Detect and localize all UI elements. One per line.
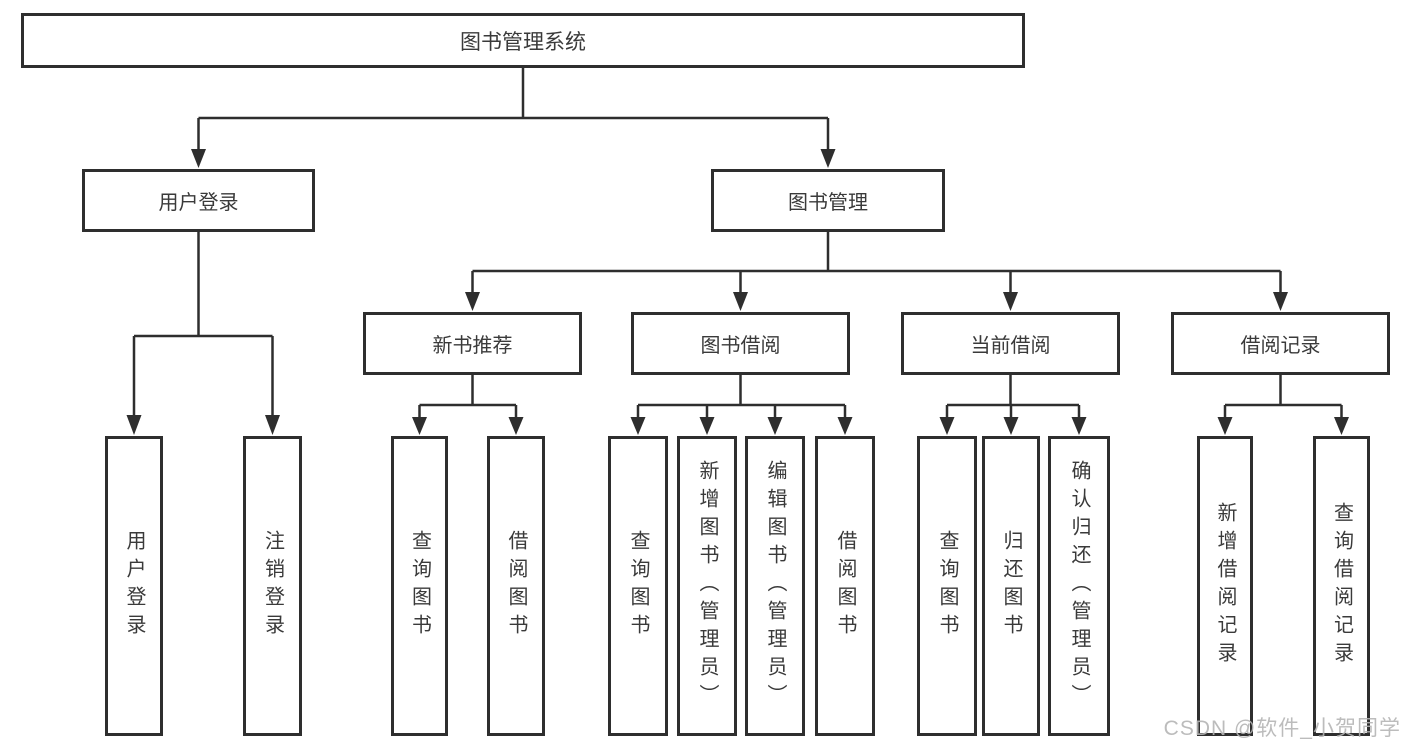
leaf-add-books-admin: 新增图书（管理员）	[677, 436, 737, 736]
node-borrow-records: 借阅记录	[1171, 312, 1390, 375]
leaf-logout-label: 注销登录	[261, 530, 284, 642]
leaf-user-login: 用户登录	[105, 436, 163, 736]
leaf-return-books-label: 归还图书	[1000, 530, 1022, 642]
leaf-add-borrow-record: 新增借阅记录	[1197, 436, 1253, 736]
leaf-query-books-3-label: 查询图书	[936, 530, 958, 642]
leaf-query-books-3: 查询图书	[917, 436, 977, 736]
watermark-text: CSDN @软件_小贺同学	[1163, 717, 1401, 740]
leaf-query-books-2: 查询图书	[608, 436, 668, 736]
node-book-borrow-label: 图书借阅	[700, 335, 781, 357]
node-book-management-label: 图书管理	[788, 192, 868, 214]
leaf-edit-books-admin: 编辑图书（管理员）	[745, 436, 805, 736]
leaf-add-borrow-record-label: 新增借阅记录	[1214, 502, 1236, 670]
leaf-query-borrow-record: 查询借阅记录	[1313, 436, 1370, 736]
node-new-book-recommend: 新书推荐	[363, 312, 582, 375]
node-root-label: 图书管理系统	[460, 30, 586, 54]
leaf-edit-books-admin-label: 编辑图书（管理员）	[764, 460, 786, 712]
node-user-login: 用户登录	[82, 169, 315, 232]
node-root: 图书管理系统	[21, 13, 1025, 68]
leaf-confirm-return-admin-label: 确认归还（管理员）	[1068, 460, 1090, 712]
leaf-add-books-admin-label: 新增图书（管理员）	[696, 460, 718, 712]
leaf-query-borrow-record-label: 查询借阅记录	[1330, 502, 1353, 670]
leaf-confirm-return-admin: 确认归还（管理员）	[1048, 436, 1110, 736]
node-borrow-records-label: 借阅记录	[1240, 335, 1321, 357]
node-user-login-label: 用户登录	[158, 192, 239, 214]
leaf-user-login-label: 用户登录	[123, 530, 145, 642]
node-current-borrow: 当前借阅	[901, 312, 1120, 375]
leaf-query-books-2-label: 查询图书	[627, 530, 649, 642]
leaf-borrow-books-2-label: 借阅图书	[834, 530, 856, 642]
node-new-book-recommend-label: 新书推荐	[432, 335, 513, 357]
leaf-borrow-books-2: 借阅图书	[815, 436, 875, 736]
leaf-return-books: 归还图书	[982, 436, 1040, 736]
node-book-borrow: 图书借阅	[631, 312, 850, 375]
leaf-query-books-1: 查询图书	[391, 436, 448, 736]
leaf-borrow-books-1-label: 借阅图书	[505, 530, 527, 642]
leaf-query-books-1-label: 查询图书	[408, 530, 431, 642]
node-book-management: 图书管理	[711, 169, 945, 232]
leaf-borrow-books-1: 借阅图书	[487, 436, 545, 736]
arrowheads	[126, 149, 1349, 435]
node-current-borrow-label: 当前借阅	[970, 335, 1051, 357]
leaf-logout: 注销登录	[243, 436, 302, 736]
